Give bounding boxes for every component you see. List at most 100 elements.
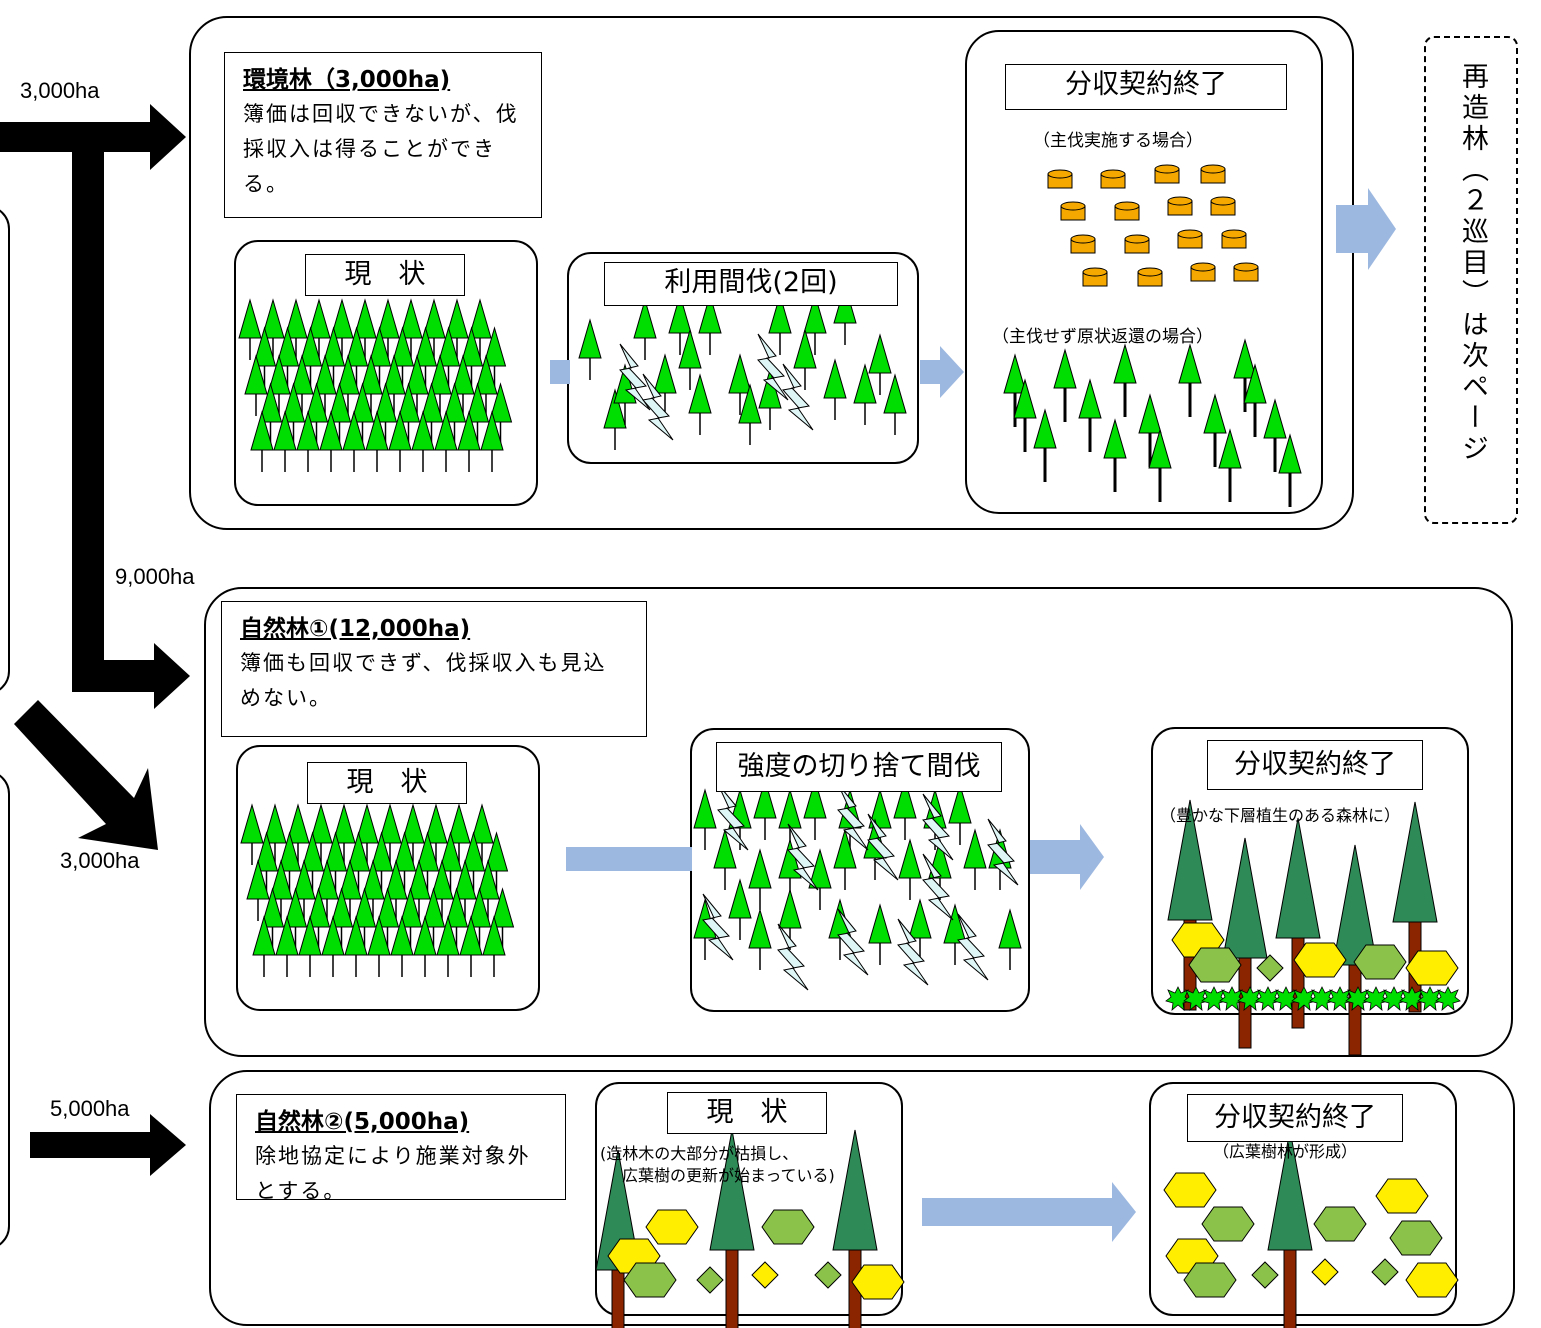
nat2-end-note: （広葉樹林が形成）	[1213, 1142, 1358, 1161]
log-icon	[1177, 229, 1203, 249]
conifer-tree-icon	[633, 299, 657, 361]
conifer-tree-icon	[1177, 343, 1203, 419]
yellow-broadleaf-icon	[1311, 1258, 1339, 1286]
env-thinning-trees	[578, 284, 907, 451]
conifer-tree-icon	[1052, 348, 1078, 424]
yellow-broadleaf-icon	[1293, 942, 1347, 978]
env-end-label: 分収契約終了	[1005, 64, 1287, 110]
yellow-broadleaf-icon	[1405, 1262, 1459, 1298]
green-broadleaf-icon	[1353, 944, 1407, 980]
conifer-tree-icon	[883, 374, 907, 436]
conifer-tree-icon	[833, 829, 857, 891]
nat2-title: 自然林②(5,000ha)	[255, 1109, 470, 1135]
nat1-thinning-trees	[693, 779, 1022, 991]
blue-flow-arrows	[550, 188, 1396, 1242]
env-current-label: 現 状	[305, 254, 465, 296]
green-broadleaf-icon	[761, 1209, 815, 1245]
conifer-tree-icon	[748, 849, 772, 911]
env-note-return: （主伐せず原状返還の場合）	[992, 327, 1213, 347]
yellow-broadleaf-icon	[751, 1261, 779, 1289]
yellow-broadleaf-icon	[1375, 1178, 1429, 1214]
nat2-description-box: 自然林②(5,000ha) 除地協定により施業対象外とする。	[236, 1094, 566, 1203]
env-current-trees	[238, 299, 513, 473]
conifer-tree-icon	[738, 384, 762, 446]
conifer-tree-icon	[1277, 433, 1303, 509]
env-note-harvest: （主伐実施する場合）	[1033, 131, 1203, 151]
conifer-tree-icon	[1217, 428, 1243, 504]
env-thinning-label: 利用間伐(2回)	[604, 262, 898, 306]
conifer-tree-icon	[688, 374, 712, 436]
conifer-tree-icon	[1102, 418, 1128, 494]
nat1-current-label: 現 状	[307, 762, 467, 804]
yellow-broadleaf-icon	[645, 1209, 699, 1245]
amount-env: 3,000ha	[20, 78, 100, 103]
log-icon	[1070, 234, 1096, 254]
nat2-end-label: 分収契約終了	[1187, 1094, 1403, 1142]
felled-tree-icon	[777, 923, 809, 991]
nat2-current-note-1: (造林木の大部分が枯損し、	[600, 1144, 799, 1163]
env-description-box: 環境林（3,000ha) 簿価は回収できないが、伐採収入は得ることができる。	[224, 52, 542, 218]
nat1-thinning-label: 強度の切り捨て間伐	[716, 742, 1002, 792]
nat1-end-forest	[1165, 799, 1461, 1056]
green-broadleaf-icon	[1201, 1206, 1255, 1242]
felled-tree-icon	[782, 363, 814, 431]
green-broadleaf-icon	[1371, 1258, 1399, 1286]
green-broadleaf-icon	[814, 1261, 842, 1289]
log-icon	[1210, 196, 1236, 216]
green-broadleaf-icon	[1389, 1220, 1443, 1256]
conifer-tree-icon	[713, 829, 737, 891]
conifer-tree-icon	[963, 829, 987, 891]
conifer-tree-icon	[948, 784, 972, 846]
log-icon	[1200, 164, 1226, 184]
green-broadleaf-icon	[1251, 1261, 1279, 1289]
conifer-tree-icon	[693, 789, 717, 851]
green-broadleaf-icon	[1313, 1206, 1367, 1242]
amount-nat1-b: 3,000ha	[60, 848, 140, 873]
nat1-end-note: （豊かな下層植生のある森林に）	[1160, 806, 1401, 825]
broadleaf-mature-tree-icon	[1222, 837, 1268, 1049]
yellow-broadleaf-icon	[851, 1264, 905, 1300]
conifer-tree-icon	[868, 334, 892, 396]
env-title: 環境林（3,000ha)	[243, 67, 451, 93]
log-icon	[1060, 201, 1086, 221]
green-broadleaf-icon	[696, 1266, 724, 1294]
black-flow-arrows	[0, 104, 190, 1176]
conifer-tree-icon	[728, 879, 752, 941]
conifer-tree-icon	[898, 839, 922, 901]
green-broadleaf-icon	[1256, 954, 1284, 982]
green-broadleaf-icon	[1188, 947, 1242, 983]
nat1-current-trees	[240, 804, 515, 978]
nat1-end-label: 分収契約終了	[1207, 740, 1423, 790]
log-icon	[1137, 267, 1163, 287]
conifer-tree-icon	[808, 849, 832, 911]
conifer-tree-icon	[868, 904, 892, 966]
log-icon	[1154, 164, 1180, 184]
log-icon	[1114, 201, 1140, 221]
yellow-broadleaf-icon	[1163, 1172, 1217, 1208]
conifer-tree-icon	[678, 329, 702, 391]
conifer-tree-icon	[853, 364, 877, 426]
green-broadleaf-icon	[623, 1262, 677, 1298]
env-end-logs	[1047, 164, 1259, 287]
log-icon	[1100, 169, 1126, 189]
reforest-text: 再造林（２巡目）は次ページ	[1457, 62, 1488, 465]
undergrowth-icon	[1435, 986, 1461, 1011]
log-icon	[1190, 262, 1216, 282]
felled-tree-icon	[987, 818, 1019, 886]
nat1-title: 自然林①(12,000ha)	[240, 616, 471, 642]
conifer-tree-icon	[1147, 428, 1173, 504]
amount-nat2: 5,000ha	[50, 1096, 130, 1121]
yellow-broadleaf-icon	[1405, 950, 1459, 986]
nat1-description: 簿価も回収できず、伐採収入も見込めない。	[240, 651, 607, 710]
nat2-current-note-2: 広葉樹の更新が始まっている)	[622, 1166, 835, 1185]
log-icon	[1221, 229, 1247, 249]
log-icon	[1082, 267, 1108, 287]
felled-tree-icon	[957, 913, 989, 981]
reforest-box	[1424, 36, 1518, 524]
log-icon	[1167, 196, 1193, 216]
env-description: 簿価は回収できないが、伐採収入は得ることができる。	[243, 102, 519, 196]
log-icon	[1047, 169, 1073, 189]
green-broadleaf-icon	[1183, 1262, 1237, 1298]
conifer-tree-icon	[1112, 343, 1138, 419]
